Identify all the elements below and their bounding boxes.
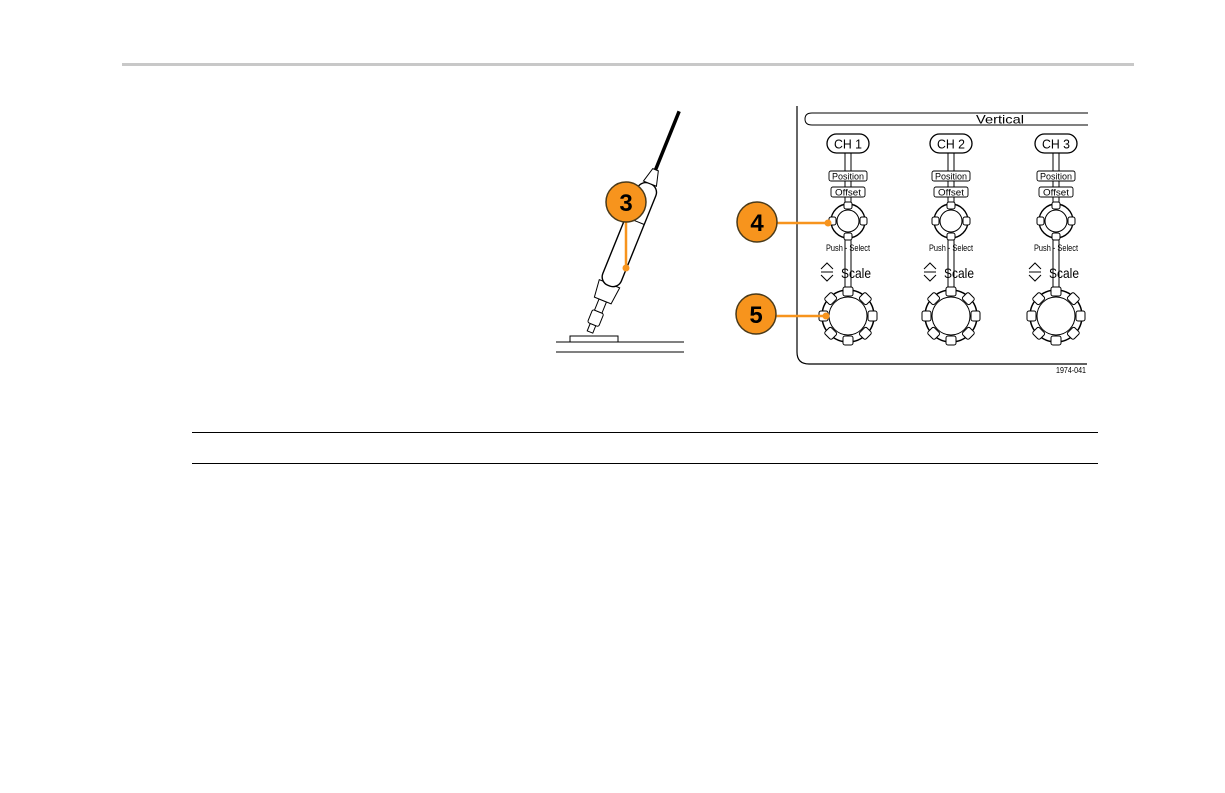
callout-5-number: 5 xyxy=(749,302,762,329)
scale-label: Scale xyxy=(1049,265,1079,281)
position-label: Position xyxy=(935,172,967,182)
callout-5-dot xyxy=(823,313,830,320)
push-select-label: Push - Select xyxy=(1034,243,1078,254)
panel-title-bar xyxy=(805,113,1088,125)
callouts: 3 4 5 xyxy=(606,182,832,334)
probe-illustration xyxy=(556,107,689,352)
offset-label: Offset xyxy=(938,188,965,198)
callout-4-dot xyxy=(825,220,832,227)
position-label: Position xyxy=(832,172,864,182)
up-arrow-icon xyxy=(924,263,936,269)
callout-3-dot xyxy=(623,265,630,272)
offset-label: Offset xyxy=(1043,188,1070,198)
down-arrow-icon xyxy=(821,275,833,281)
position-knob[interactable] xyxy=(1037,202,1075,240)
down-arrow-icon xyxy=(924,275,936,281)
table-top-rule xyxy=(192,432,1098,433)
up-arrow-icon xyxy=(1029,263,1041,269)
callout-3-number: 3 xyxy=(619,190,632,217)
channel-button-label: CH 1 xyxy=(834,137,862,152)
scale-label: Scale xyxy=(841,265,871,281)
push-select-label: Push - Select xyxy=(826,243,870,254)
panel-title: Vertical xyxy=(976,113,1024,127)
up-arrow-icon xyxy=(821,263,833,269)
scale-knob[interactable] xyxy=(922,287,980,345)
down-arrow-icon xyxy=(1029,275,1041,281)
scale-label: Scale xyxy=(944,265,974,281)
figure-id: 1974-041 xyxy=(1056,365,1086,375)
scale-knob[interactable] xyxy=(1027,287,1085,345)
push-select-label: Push - Select xyxy=(929,243,973,254)
probe-body xyxy=(580,107,690,336)
callout-4-number: 4 xyxy=(750,210,764,237)
channel-button-label: CH 3 xyxy=(1042,137,1070,152)
position-label: Position xyxy=(1040,172,1072,182)
offset-label: Offset xyxy=(835,188,862,198)
position-knob[interactable] xyxy=(829,202,867,240)
channel-button-label: CH 2 xyxy=(937,137,965,152)
probe-contact-pad xyxy=(570,336,618,342)
table-header-rule xyxy=(192,463,1098,464)
position-knob[interactable] xyxy=(932,202,970,240)
